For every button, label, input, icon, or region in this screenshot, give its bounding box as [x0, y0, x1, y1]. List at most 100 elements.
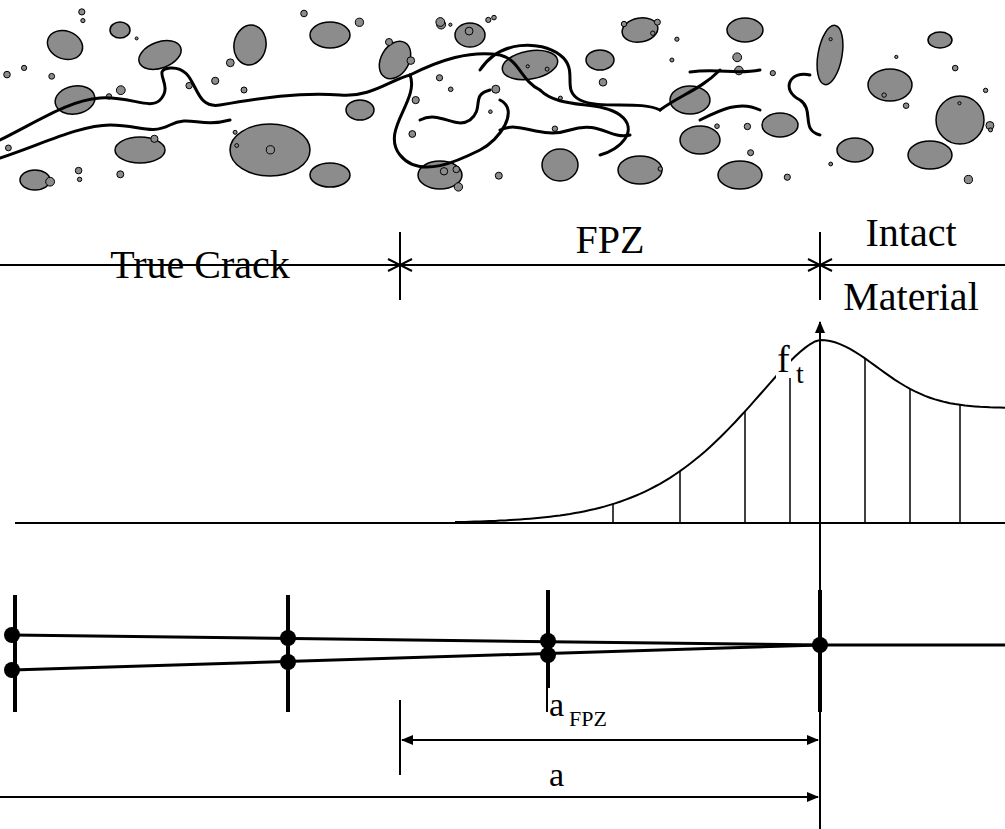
small-aggregate — [79, 9, 85, 15]
stress-subscript: t — [795, 360, 805, 388]
small-aggregate — [958, 102, 961, 105]
aggregate — [455, 23, 485, 47]
aggregate — [20, 170, 50, 190]
aggregate — [868, 69, 912, 101]
small-aggregate — [4, 71, 11, 78]
small-aggregate — [301, 10, 308, 17]
small-aggregate — [492, 85, 500, 93]
small-aggregate — [355, 18, 363, 26]
aggregate — [718, 161, 762, 189]
small-aggregate — [486, 17, 491, 22]
region-label: True Crack — [85, 233, 315, 297]
small-aggregate — [226, 59, 234, 67]
small-aggregate — [545, 67, 549, 71]
aggregate — [936, 96, 984, 144]
small-aggregate — [658, 167, 662, 171]
small-aggregate — [75, 167, 82, 174]
small-aggregate — [5, 145, 11, 151]
small-aggregate — [882, 93, 886, 97]
small-aggregate — [81, 19, 85, 23]
small-aggregate — [212, 77, 219, 84]
small-aggregate — [117, 171, 124, 178]
small-aggregate — [829, 38, 832, 41]
small-aggregate — [151, 135, 158, 142]
aggregate — [346, 100, 374, 120]
small-aggregate — [233, 130, 237, 134]
small-aggregate — [784, 174, 790, 180]
stress-hatch — [959, 405, 961, 523]
aggregate — [310, 22, 350, 48]
small-aggregate — [489, 110, 493, 114]
small-aggregate — [903, 103, 909, 109]
small-aggregate — [989, 128, 993, 132]
region-label: Intact Material — [822, 201, 1000, 329]
aggregate — [837, 138, 873, 162]
small-aggregate — [454, 183, 462, 191]
stress-symbol: f — [776, 340, 791, 378]
dimension-lines — [0, 700, 818, 797]
aggregate — [762, 113, 798, 137]
aggregate — [680, 126, 720, 154]
small-aggregate — [744, 123, 750, 129]
small-aggregate — [77, 177, 81, 181]
dimension-symbol: a — [548, 758, 565, 792]
small-aggregate — [266, 146, 274, 154]
aggregate — [542, 149, 578, 181]
small-aggregate — [526, 65, 529, 68]
small-aggregate — [651, 31, 655, 35]
aggregate-layer — [4, 9, 994, 191]
small-aggregate — [748, 150, 754, 156]
small-aggregate — [409, 131, 416, 138]
aggregate — [620, 15, 660, 45]
small-aggregate — [770, 71, 775, 76]
small-aggregate — [983, 88, 987, 92]
aggregate — [928, 32, 952, 48]
small-aggregate — [235, 144, 239, 148]
aggregate — [310, 163, 350, 187]
small-aggregate — [675, 37, 679, 41]
small-aggregate — [599, 79, 607, 87]
aggregate — [43, 26, 86, 65]
small-aggregate — [492, 15, 497, 20]
dimension-symbol: a — [548, 688, 565, 722]
small-aggregate — [453, 166, 460, 173]
small-aggregate — [116, 86, 125, 95]
small-aggregate — [22, 65, 27, 70]
aggregate — [231, 23, 269, 68]
beam-model — [12, 590, 1005, 712]
small-aggregate — [495, 172, 502, 179]
region-label: FPZ — [500, 218, 720, 262]
aggregate — [618, 156, 662, 184]
small-aggregate — [552, 126, 557, 131]
small-aggregate — [733, 53, 742, 62]
aggregate — [908, 141, 952, 169]
small-aggregate — [449, 23, 452, 26]
small-aggregate — [715, 124, 720, 129]
small-aggregate — [621, 21, 626, 26]
aggregate — [500, 46, 560, 83]
stress-hatch — [789, 362, 791, 524]
aggregate — [727, 18, 763, 42]
small-aggregate — [654, 19, 660, 25]
stress-hatch — [864, 358, 866, 523]
aggregate — [586, 50, 614, 70]
small-aggregate — [670, 58, 674, 62]
small-aggregate — [412, 97, 419, 104]
dimension-subscript: FPZ — [568, 708, 608, 730]
aggregate — [110, 22, 130, 38]
small-aggregate — [49, 73, 55, 79]
aggregate — [813, 23, 847, 86]
crack-paths — [0, 45, 820, 167]
small-aggregate — [440, 168, 447, 175]
small-aggregate — [952, 65, 958, 71]
stress-hatch — [612, 504, 614, 523]
stress-hatch — [679, 471, 681, 523]
aggregate — [230, 124, 310, 176]
stress-curve — [455, 340, 1005, 522]
small-aggregate — [448, 87, 453, 92]
small-aggregate — [46, 177, 55, 186]
stress-hatch — [744, 411, 746, 523]
small-aggregate — [436, 18, 445, 27]
small-aggregate — [465, 27, 473, 35]
